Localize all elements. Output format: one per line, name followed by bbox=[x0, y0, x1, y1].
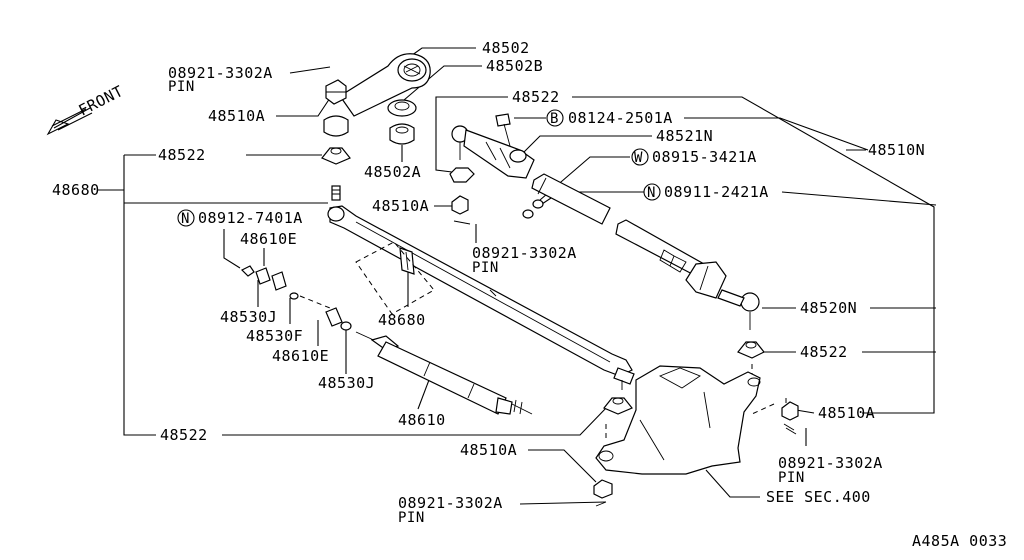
circled-n-right bbox=[643, 183, 661, 201]
center-link bbox=[327, 205, 635, 390]
clamp-bolt bbox=[495, 113, 511, 147]
diagram-id: A485A 0033 bbox=[912, 532, 1007, 550]
knuckle-dash-right bbox=[751, 398, 787, 415]
castle-nut-right bbox=[781, 401, 799, 421]
part-labels: 48502 48502B 08921-3302A PIN 48510A 4852… bbox=[52, 39, 1007, 550]
label-48510a-mid: 48510A bbox=[372, 197, 429, 215]
front-arrow-icon bbox=[46, 107, 93, 136]
label-pin-bottom-number: 08921-3302A bbox=[398, 494, 503, 512]
steering-damper bbox=[355, 331, 533, 415]
label-48522-right: 48522 bbox=[800, 343, 848, 361]
cotter-pin-bottom-icon bbox=[595, 501, 607, 507]
label-48522-top: 48522 bbox=[512, 88, 560, 106]
label-48530f: 48530F bbox=[246, 327, 303, 345]
label-48510a-bottom: 48510A bbox=[460, 441, 517, 459]
label-08911: 08911-2421A bbox=[664, 183, 769, 201]
dust-seal-bottom bbox=[603, 397, 633, 415]
label-08915: 08915-3421A bbox=[652, 148, 757, 166]
label-pin-top-word: PIN bbox=[168, 79, 195, 95]
steering-knuckle bbox=[595, 365, 761, 475]
label-pin-top-number: 08921-3302A bbox=[168, 64, 273, 82]
castle-nut-bottom bbox=[593, 479, 613, 499]
label-48610e-bot: 48610E bbox=[272, 347, 329, 365]
adjusting-sleeve bbox=[522, 173, 611, 225]
label-48680-left: 48680 bbox=[52, 181, 100, 199]
label-pin-bottom-word: PIN bbox=[398, 510, 425, 526]
dust-seal-right bbox=[737, 341, 765, 359]
label-48522-bottom: 48522 bbox=[160, 426, 208, 444]
pitman-stud-bushing bbox=[323, 115, 349, 137]
circled-w bbox=[631, 148, 649, 166]
center-link-bracket bbox=[355, 241, 435, 315]
label-48510n: 48510N bbox=[868, 141, 925, 159]
dust-seal-left bbox=[321, 147, 351, 165]
castle-nut-top bbox=[325, 79, 347, 105]
bushing-48502a bbox=[389, 123, 415, 145]
front-label: FRONT bbox=[76, 82, 127, 120]
label-48502a: 48502A bbox=[364, 163, 421, 181]
label-pin-right-word: PIN bbox=[778, 470, 805, 486]
label-w-prefix: W bbox=[634, 150, 643, 166]
label-pin-right-number: 08921-3302A bbox=[778, 454, 883, 472]
circled-b bbox=[546, 109, 564, 127]
pitman-arm bbox=[339, 53, 431, 117]
leader-lines bbox=[98, 47, 937, 505]
label-48530j-left: 48530J bbox=[220, 308, 277, 326]
circled-n-left bbox=[177, 209, 195, 227]
label-see-sec: SEE SEC.400 bbox=[766, 488, 871, 506]
label-48510a-top: 48510A bbox=[208, 107, 265, 125]
label-08124: 08124-2501A bbox=[568, 109, 673, 127]
label-48521n: 48521N bbox=[656, 127, 713, 145]
label-b-prefix: B bbox=[550, 111, 559, 127]
bushing-48502b bbox=[387, 99, 417, 117]
label-48502: 48502 bbox=[482, 39, 530, 57]
castle-nut-mid bbox=[451, 195, 469, 215]
label-48530j-right: 48530J bbox=[318, 374, 375, 392]
label-48510a-right: 48510A bbox=[818, 404, 875, 422]
label-48610: 48610 bbox=[398, 411, 446, 429]
label-pin-mid-word: PIN bbox=[472, 260, 499, 276]
label-48680-center: 48680 bbox=[378, 311, 426, 329]
tie-rod-long bbox=[615, 219, 760, 330]
damper-hardware bbox=[240, 265, 352, 331]
label-48610e-top: 48610E bbox=[240, 230, 297, 248]
tie-rod-outer-left bbox=[449, 125, 535, 183]
label-n-left-prefix: N bbox=[181, 211, 190, 227]
label-pin-mid-number: 08921-3302A bbox=[472, 244, 577, 262]
label-48502b: 48502B bbox=[486, 57, 543, 75]
label-48520n: 48520N bbox=[800, 299, 857, 317]
label-08912: 08912-7401A bbox=[198, 209, 303, 227]
label-n-right-prefix: N bbox=[647, 185, 656, 201]
cotter-pin-right-icon bbox=[783, 423, 797, 435]
label-48522-left: 48522 bbox=[158, 146, 206, 164]
stud-small bbox=[331, 185, 341, 201]
